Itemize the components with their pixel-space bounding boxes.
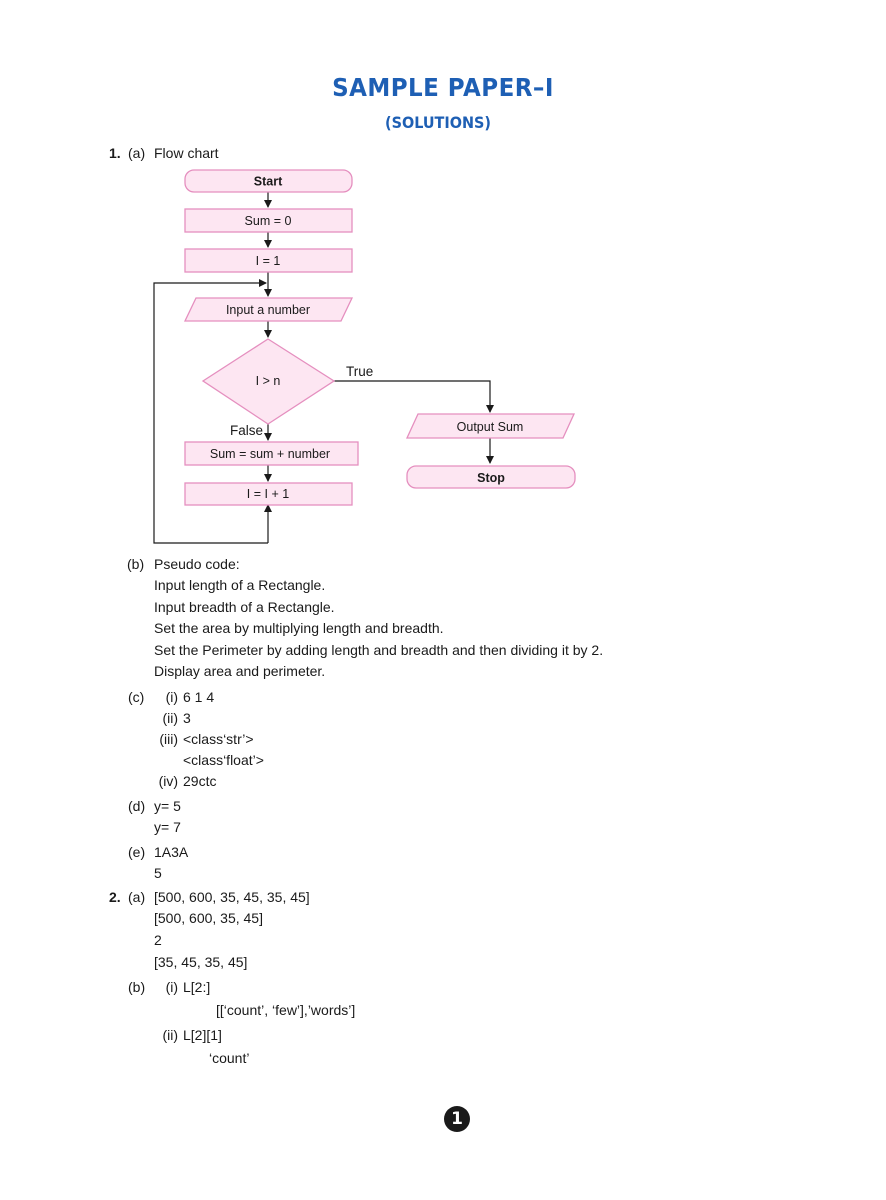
answer-line: [500, 600, 35, 45] [154,910,263,926]
answer-line: y= 7 [154,819,181,835]
page-number-badge: 1 [444,1106,470,1132]
flow-start-label: Start [254,175,283,189]
flow-decision-diamond [201,338,336,425]
flow-start-terminal [184,169,353,193]
part-label-2b: (b) [128,979,146,995]
sub-label-iii: (iii) [159,731,178,747]
pseudo-code-line: Pseudo code: [154,556,240,572]
pseudo-code-line: Input length of a Rectangle. [154,577,326,593]
flow-output-label: Output Sum [457,420,524,434]
code-line: L[2:] [183,979,211,995]
part-label-1e: (e) [128,844,146,860]
flow-i-update-box [184,482,353,506]
sub-label-ii: (ii) [162,710,178,726]
answer-line: 6 1 4 [183,689,215,705]
sub-label-i: (i) [165,979,178,995]
answer-line: 5 [154,865,162,881]
pseudo-code-line: Input breadth of a Rectangle. [154,599,335,615]
answer-line: <class‘str’> [183,731,254,747]
flow-input-parallelogram [183,297,354,322]
sub-label-ii: (ii) [162,1027,178,1043]
flow-sum-update-box [184,441,359,466]
pseudo-code-line: Set the area by multiplying length and b… [154,620,444,636]
question-number-2: 2. [109,889,121,905]
flow-sum-update-label: Sum = sum + number [210,447,330,461]
answer-line: [500, 600, 35, 45, 35, 45] [154,889,310,905]
part-text-1a: Flow chart [154,145,219,161]
part-label-1c: (c) [128,689,145,705]
answer-line: 3 [183,710,191,726]
answer-line: <class‘float’> [183,752,264,768]
part-label-1a: (a) [128,145,146,161]
pseudo-code-line: Set the Perimeter by adding length and b… [154,642,604,658]
answer-line: y= 5 [154,798,181,814]
part-label-1b: (b) [127,556,145,572]
answer-line: 2 [154,932,162,948]
answer-line: 29ctc [183,773,217,789]
sub-label-iv: (iv) [158,773,178,789]
flow-sum-init-label: Sum = 0 [245,214,292,228]
flow-output-parallelogram [405,413,576,439]
result-line: [[‘count’, ‘few’],’words’] [216,1002,356,1018]
question-number-1: 1. [109,145,121,161]
part-label-2a: (a) [128,889,146,905]
result-line: ‘count’ [209,1050,250,1066]
flow-i-init-label: I = 1 [256,254,281,268]
flow-i-init-box [184,248,353,273]
flow-input-label: Input a number [226,303,310,317]
pseudo-code-line: Display area and perimeter. [154,663,326,679]
answer-line: 1A3A [154,844,189,860]
answer-line: [35, 45, 35, 45] [154,954,248,970]
flow-true-label: True [346,364,373,379]
flowchart: Start Sum = 0 I = 1 Input a number I > n… [153,169,576,544]
flow-sum-init-box [184,208,353,233]
flow-stop-label: Stop [477,471,505,485]
part-label-1d: (d) [128,798,146,814]
page-subtitle: (SOLUTIONS) [385,113,491,132]
flow-stop-terminal [406,465,576,489]
page-title: SAMPLE PAPER–I [332,73,554,102]
code-line: L[2][1] [183,1027,222,1043]
flow-false-label: False [230,423,263,438]
sub-label-i: (i) [165,689,178,705]
flow-i-update-label: I = I + 1 [247,487,289,501]
flow-decision-label: I > n [256,374,281,388]
